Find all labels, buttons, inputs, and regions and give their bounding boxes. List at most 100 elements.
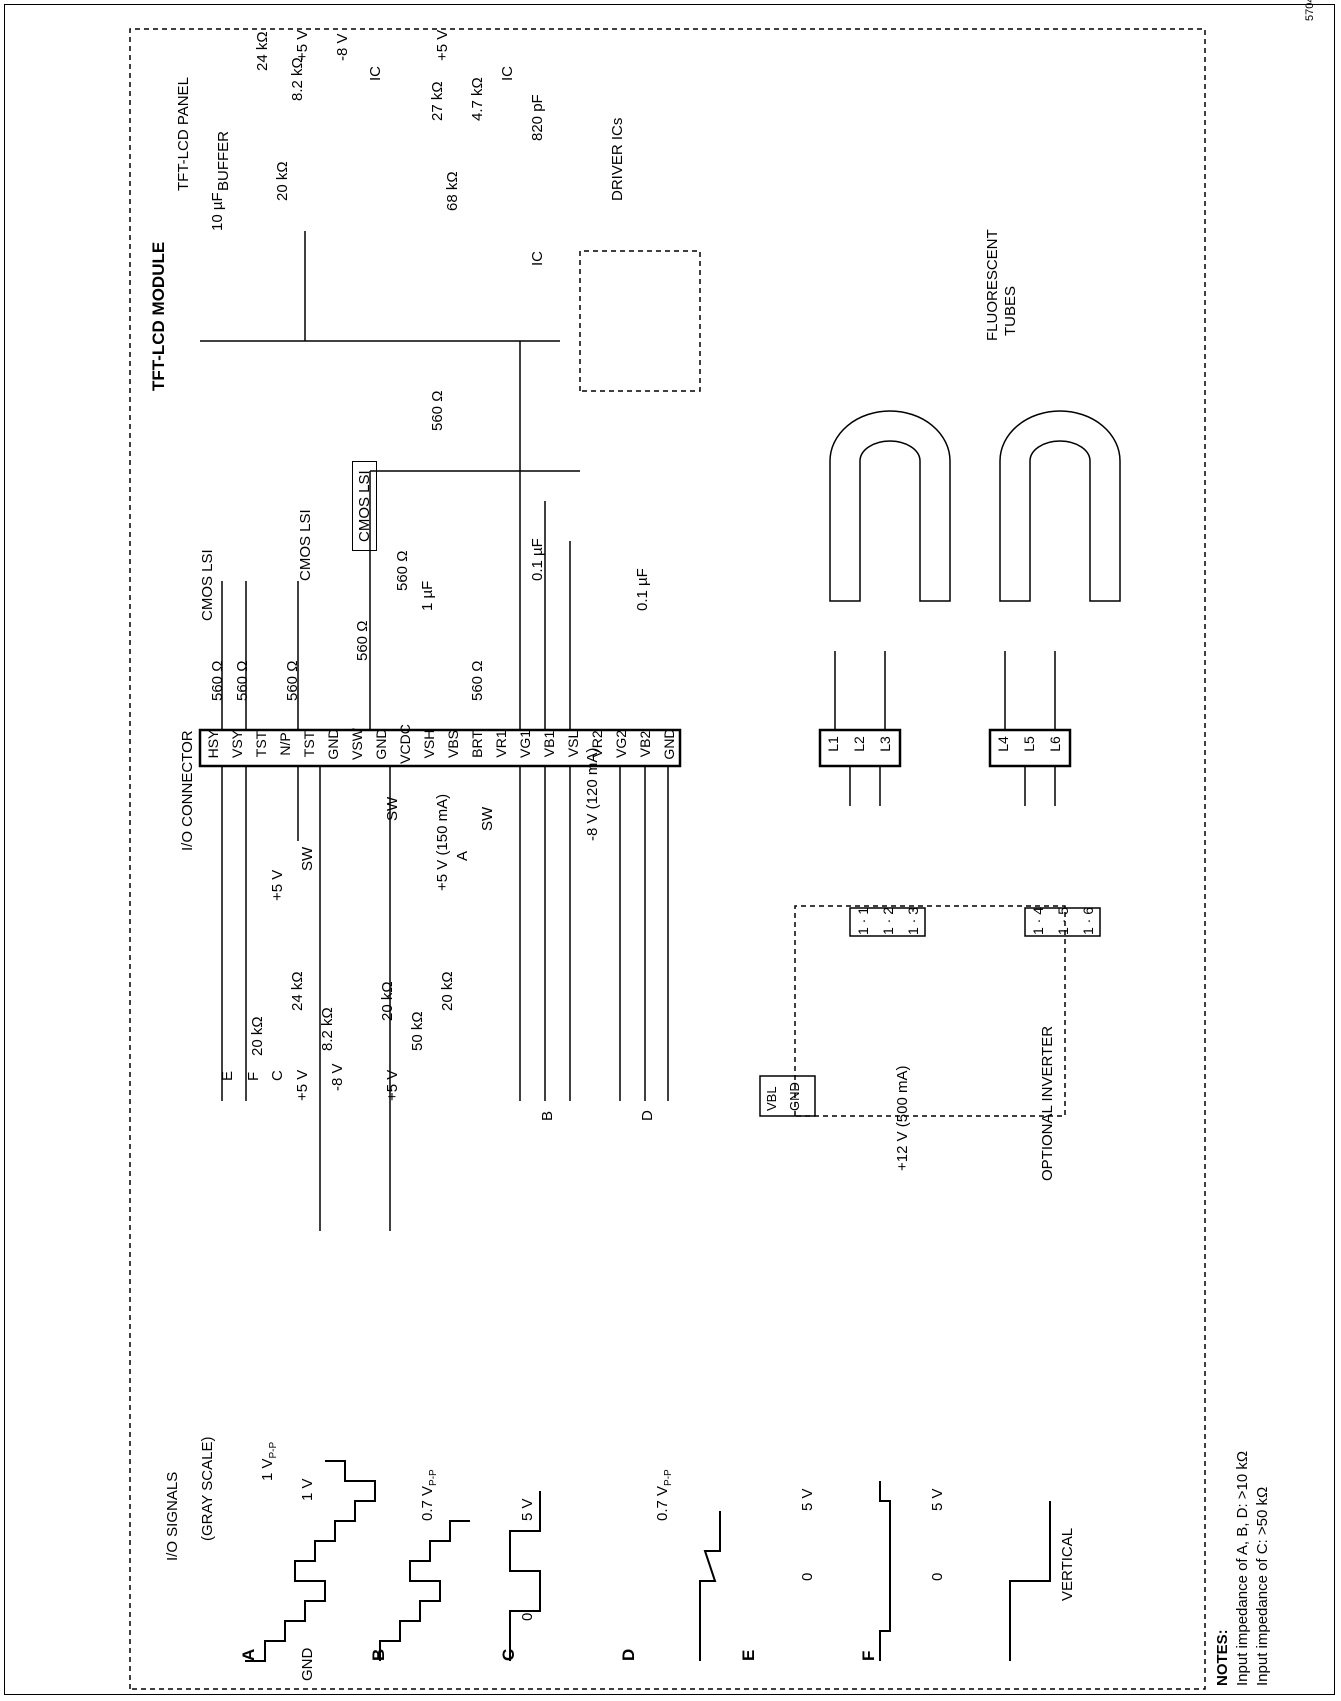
waveforms <box>245 1460 1051 1662</box>
pin-6: VSW <box>349 728 365 760</box>
label-e-ext: E <box>219 1070 236 1081</box>
label-p5v-150: +5 V (150 mA) <box>434 793 451 891</box>
signal-07vpp-b: 0.7 VP-P <box>419 1469 439 1521</box>
tube-1 <box>829 410 951 602</box>
pin-8: VCDC <box>397 724 413 764</box>
label-560-3: 560 Ω <box>284 660 301 701</box>
pin-5: GND <box>325 728 341 760</box>
label-p5v-2: +5 V <box>434 29 451 61</box>
label-820pf: 820 pF <box>529 94 546 141</box>
lamp-pin-a-0: L1 <box>825 736 841 752</box>
label-68k: 68 kΩ <box>444 171 461 211</box>
notes-line-1: Input impedance of A, B, D: >10 kΩ <box>1234 1450 1251 1686</box>
signal-c-label: C <box>499 1648 518 1661</box>
inverter-power-pins <box>759 1075 816 1117</box>
label-m8v-ext: -8 V <box>329 1063 346 1091</box>
label-m8v-120: -8 V (120 mA) <box>584 747 601 841</box>
label-560-2: 560 Ω <box>234 660 251 701</box>
label-p5v-ext-2: +5 V <box>294 1069 311 1101</box>
waveform-f <box>1009 1501 1051 1661</box>
pin-15: VSL <box>565 730 581 758</box>
label-24k-1: 24 kΩ <box>254 31 271 71</box>
lamp-pin-b-2: L6 <box>1047 736 1063 752</box>
label-buffer: BUFFER <box>215 131 232 191</box>
label-1uf: 1 µF <box>419 580 436 611</box>
pin-19: GND <box>661 728 677 760</box>
inv-pin-b-1: 1 · 5 <box>1055 907 1071 936</box>
waveform-d <box>699 1511 721 1661</box>
inv-pin-a-2: 1 · 3 <box>905 907 921 936</box>
signal-5v-f: 5 V <box>929 1488 946 1511</box>
pin-13: VG1 <box>517 730 533 759</box>
label-560-4: 560 Ω <box>354 620 371 661</box>
signal-vertical: VERTICAL <box>1059 1527 1076 1601</box>
pin-3: N/P <box>277 732 293 756</box>
inv-pin-a-0: 1 · 1 <box>855 907 871 936</box>
label-b-ext: B <box>539 1110 556 1121</box>
inv-pin-b-0: 1 · 4 <box>1030 907 1046 936</box>
waveform-e <box>879 1481 891 1661</box>
label-24k-ext: 24 kΩ <box>289 971 306 1011</box>
label-p5v-ext-1: +5 V <box>269 869 286 901</box>
notes-title: NOTES: <box>1214 1629 1231 1686</box>
figure-id: 5704-10 <box>1304 0 1316 21</box>
label-sw-1: SW <box>299 846 316 871</box>
label-p12v: +12 V (500 mA) <box>894 1065 911 1171</box>
pin-1: VSY <box>229 730 245 759</box>
label-8k2-ext: 8.2 kΩ <box>319 1007 336 1051</box>
signal-07vpp-d: 0.7 VP-P <box>654 1469 674 1521</box>
inverter-boundary <box>794 905 1066 1117</box>
label-sw-2: SW <box>384 796 401 821</box>
lamp-pin-a-1: L2 <box>851 736 867 752</box>
waveform-c <box>509 1491 541 1661</box>
inverter-pins-a <box>849 907 926 937</box>
lamp-connector-a <box>818 728 902 768</box>
pin-7: GND <box>373 728 389 760</box>
inverter-pins-b <box>1024 907 1101 937</box>
label-560-7: 560 Ω <box>429 390 446 431</box>
page-border <box>4 4 1335 1695</box>
signal-1vpp: 1 VP-P <box>259 1441 279 1481</box>
lamp-pin-b-0: L4 <box>995 736 1011 752</box>
pin-12: VR1 <box>493 730 509 758</box>
label-ic-1: IC <box>367 66 384 81</box>
signal-0-c: 0 <box>519 1612 536 1621</box>
label-d-ext: D <box>639 1110 656 1121</box>
internal-lines <box>200 231 580 730</box>
pin-10: VBS <box>445 730 461 759</box>
label-p5v-1: +5 V <box>294 29 311 61</box>
inverter-title: OPTIONAL INVERTER <box>1039 1025 1056 1181</box>
label-cmos-lsi-2: CMOS LSI <box>297 509 314 581</box>
signal-5v-e: 5 V <box>799 1488 816 1511</box>
cmos-lsi-box: CMOS LSI <box>352 461 377 551</box>
tube-2 <box>999 410 1121 602</box>
label-560-5: 560 Ω <box>394 550 411 591</box>
label-10uf: 10 µF <box>209 192 226 231</box>
signal-0-e: 0 <box>799 1572 816 1581</box>
connector-title: I/O CONNECTOR <box>179 730 196 851</box>
pin-11: BRT <box>469 730 485 758</box>
pin-4: TST <box>301 730 317 758</box>
notes-line-2: Input impedance of C: >50 kΩ <box>1254 1486 1271 1686</box>
signal-0-f: 0 <box>929 1572 946 1581</box>
inv-pin-a-1: 1 · 2 <box>880 907 896 936</box>
signals-title: I/O SIGNALS <box>164 1471 181 1561</box>
label-01uf-2: 0.1 µF <box>634 568 651 611</box>
label-f-ext: F <box>245 1071 262 1081</box>
signal-f-label: F <box>859 1650 878 1661</box>
pin-2: TST <box>253 730 269 758</box>
label-4k7: 4.7 kΩ <box>469 77 486 121</box>
label-560-1: 560 Ω <box>209 660 226 701</box>
label-8k2-1: 8.2 kΩ <box>289 57 306 101</box>
lamp-pin-a-2: L3 <box>877 736 893 752</box>
label-m8v-1: -8 V <box>334 33 351 61</box>
pin-18: VB2 <box>637 730 653 758</box>
waveform-a <box>245 1460 376 1662</box>
waveform-b <box>379 1520 470 1661</box>
pin-9: VSH <box>421 729 437 759</box>
signal-1v: 1 V <box>299 1478 316 1501</box>
label-c-ext: C <box>269 1070 286 1081</box>
